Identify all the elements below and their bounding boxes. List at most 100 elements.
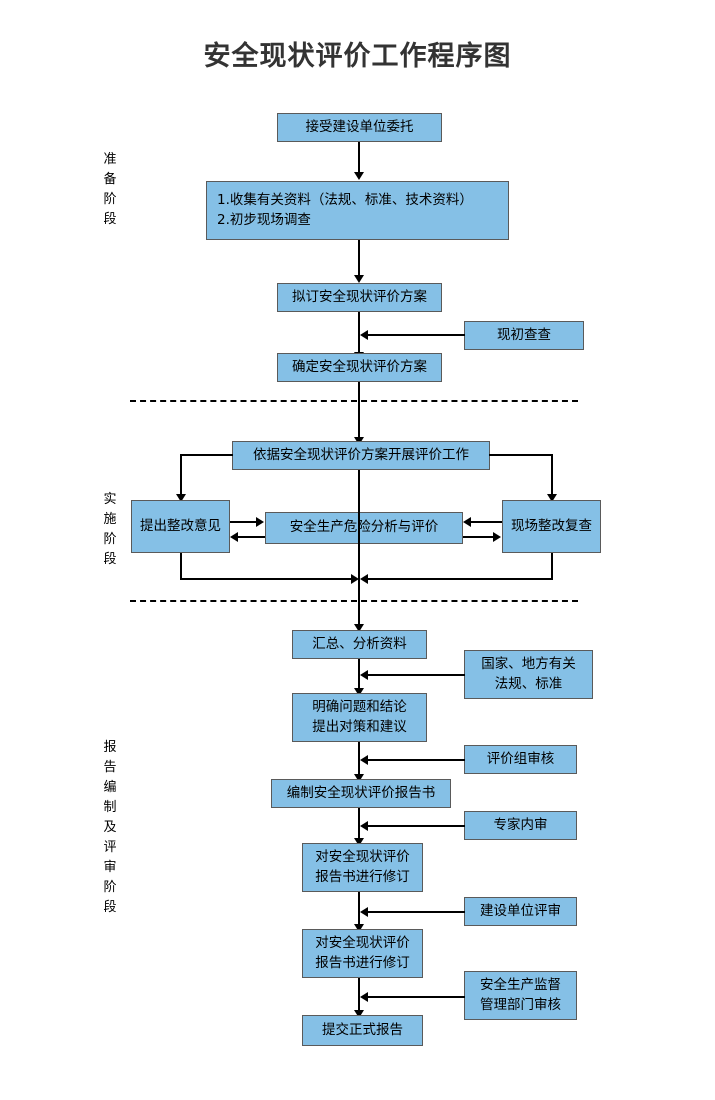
node-propose-rectification[interactable]: 提出整改意见 [131, 500, 230, 553]
phase-char: 实 [103, 492, 117, 507]
node-submit-report[interactable]: 提交正式报告 [302, 1015, 423, 1046]
phase-separator-1 [130, 400, 578, 402]
phase-label-preparation: 准 备 阶 段 [97, 150, 123, 230]
phase-label-implementation: 实 施 阶 段 [97, 490, 123, 570]
node-text: 提交正式报告 [322, 1021, 403, 1038]
connector-survey-to-main [368, 334, 465, 336]
node-text: 现初查查 [497, 326, 551, 343]
node-text: 国家、地方有关 [481, 655, 576, 672]
node-text: 专家内审 [493, 816, 548, 833]
phase-char: 阶 [103, 192, 117, 207]
node-clarify-conclusions[interactable]: 明确问题和结论 提出对策和建议 [292, 693, 427, 742]
arrowhead-down [354, 924, 364, 932]
phase-char: 施 [103, 512, 117, 527]
node-text: 汇总、分析资料 [312, 635, 407, 652]
connector-right-branch-down [551, 454, 553, 496]
phase-char: 评 [103, 840, 117, 855]
node-preliminary-survey[interactable]: 现初查查 [464, 321, 584, 350]
node-onsite-recheck[interactable]: 现场整改复查 [502, 500, 601, 553]
phase-label-reporting: 报 告 编 制 及 评 审 阶 段 [97, 738, 123, 918]
phase-char: 段 [103, 552, 117, 567]
node-team-review[interactable]: 评价组审核 [464, 745, 577, 774]
phase-char: 准 [103, 152, 117, 167]
connector-rectification-to-converge [180, 578, 355, 580]
node-text: 2.初步现场调查 [217, 211, 311, 228]
connector-ownerreview-to-main [368, 911, 465, 913]
phase-char: 编 [103, 780, 117, 795]
connector-recheck-to-converge [366, 578, 553, 580]
connector-converge-to-summarize [358, 578, 360, 626]
connector-left-branch-down [180, 454, 182, 496]
node-text: 拟订安全现状评价方案 [292, 288, 427, 305]
node-text: 报告书进行修订 [315, 954, 410, 971]
connector-summarize-to-clarify [358, 659, 360, 691]
arrowhead-down [354, 688, 364, 696]
node-owner-review[interactable]: 建设单位评审 [464, 897, 577, 926]
connector-accept-to-collect [358, 142, 360, 173]
node-text: 安全生产危险分析与评价 [289, 519, 439, 536]
arrowhead-right [493, 532, 501, 542]
node-national-regulations[interactable]: 国家、地方有关 法规、标准 [464, 650, 593, 699]
node-draft-plan[interactable]: 拟订安全现状评价方案 [277, 283, 442, 312]
node-text: 对安全现状评价 [315, 848, 410, 865]
phase-char: 报 [103, 740, 117, 755]
arrowhead-left [360, 670, 368, 680]
connector-regs-to-main [368, 674, 465, 676]
connector-carryout-to-right-branch [489, 454, 553, 456]
node-summarize-data[interactable]: 汇总、分析资料 [292, 630, 427, 659]
connector-clarify-to-compile [358, 742, 360, 777]
node-text: 现场整改复查 [511, 517, 592, 534]
connector-collect-to-draft [358, 240, 360, 276]
page-title: 安全现状评价工作程序图 [203, 41, 512, 72]
node-hazard-analysis[interactable]: 安全生产危险分析与评价 [265, 512, 463, 544]
arrowhead-down [354, 838, 364, 846]
connector-rectification-to-hazard [230, 521, 258, 523]
node-text: 安全生产监督 [480, 976, 561, 993]
phase-char: 制 [103, 800, 117, 815]
arrowhead-left [360, 992, 368, 1002]
node-text: 编制安全现状评价报告书 [286, 784, 436, 801]
phase-char: 及 [103, 820, 117, 835]
node-compile-report[interactable]: 编制安全现状评价报告书 [271, 779, 451, 808]
arrowhead-left [360, 330, 368, 340]
phase-char: 审 [103, 860, 117, 875]
connector-carryout-to-left-branch [180, 454, 233, 456]
arrowhead-down [354, 172, 364, 180]
connector-rectification-down [180, 553, 182, 580]
connector-recheck-to-hazard [470, 521, 502, 523]
node-expert-review[interactable]: 专家内审 [464, 811, 577, 840]
connector-expertreview-to-main [368, 825, 465, 827]
arrowhead-down [354, 774, 364, 782]
node-text: 1.收集有关资料（法规、标准、技术资料） [217, 191, 473, 208]
node-revise-report-1[interactable]: 对安全现状评价 报告书进行修订 [302, 843, 423, 892]
arrowhead-left [360, 821, 368, 831]
arrowhead-left [360, 907, 368, 917]
phase-char: 备 [103, 172, 117, 187]
node-revise-report-2[interactable]: 对安全现状评价 报告书进行修订 [302, 929, 423, 978]
arrowhead-down [176, 494, 186, 502]
connector-supervision-to-main [368, 996, 465, 998]
node-text: 依据安全现状评价方案开展评价工作 [253, 446, 469, 463]
connector-recheck-down [551, 553, 553, 580]
node-carry-out-evaluation[interactable]: 依据安全现状评价方案开展评价工作 [232, 441, 490, 470]
node-supervision-review[interactable]: 安全生产监督 管理部门审核 [464, 971, 577, 1020]
node-text: 确定安全现状评价方案 [292, 358, 427, 375]
phase-char: 阶 [103, 880, 117, 895]
arrowhead-down [354, 1010, 364, 1018]
node-text: 对安全现状评价 [315, 934, 410, 951]
node-collect-data[interactable]: 1.收集有关资料（法规、标准、技术资料） 2.初步现场调查 [206, 181, 509, 240]
node-text: 明确问题和结论 [312, 698, 407, 715]
node-confirm-plan[interactable]: 确定安全现状评价方案 [277, 353, 442, 382]
node-text: 评价组审核 [486, 750, 555, 767]
connector-hazard-to-rectification [237, 536, 265, 538]
phase-separator-2 [130, 600, 578, 602]
node-text: 报告书进行修订 [315, 868, 410, 885]
connector-draft-to-confirm [358, 312, 360, 353]
arrowhead-left [463, 517, 471, 527]
connector-revise2-to-submit [358, 978, 360, 1012]
arrowhead-right [256, 517, 264, 527]
phase-char: 阶 [103, 532, 117, 547]
node-accept-commission[interactable]: 接受建设单位委托 [277, 113, 442, 142]
arrowhead-left [360, 755, 368, 765]
connector-confirm-to-carryout [358, 382, 360, 439]
